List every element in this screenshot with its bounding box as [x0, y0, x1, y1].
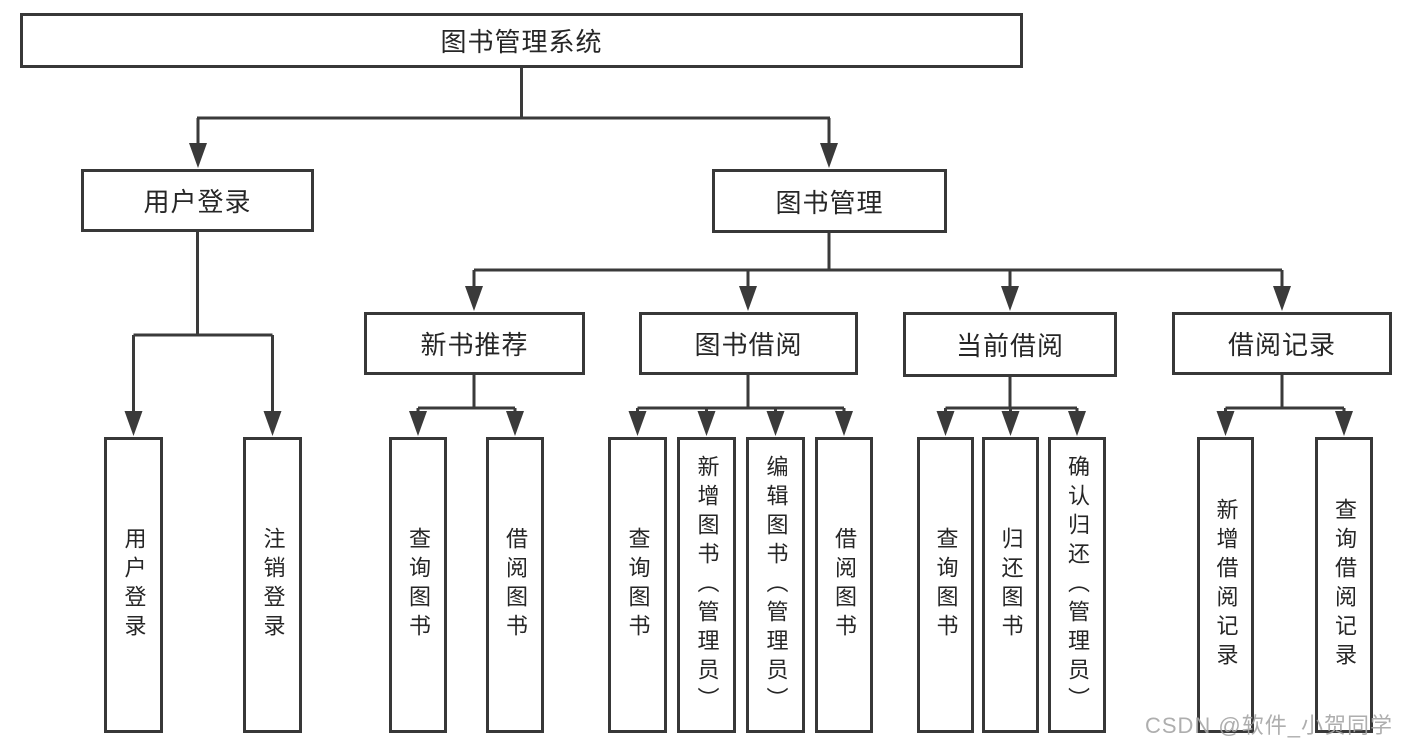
leaf-current-confirm-return-admin: 确认归还（管理员） [1048, 437, 1106, 733]
arrowhead [465, 286, 483, 311]
leaf-recommend-query-books: 查询图书 [389, 437, 447, 733]
arrowhead [189, 143, 207, 168]
node-label: 借阅记录 [1227, 330, 1336, 360]
arrowhead [1335, 411, 1353, 436]
node-book-management: 图书管理 [712, 169, 947, 233]
leaf-records-query-record: 查询借阅记录 [1315, 437, 1373, 733]
arrowhead [409, 411, 427, 436]
arrowhead [739, 286, 757, 311]
arrowhead [628, 411, 647, 436]
leaf-borrow-add-books-admin: 新增图书（管理员） [677, 437, 736, 733]
arrowhead [263, 411, 282, 436]
node-user-login-branch: 用户登录 [81, 169, 314, 232]
node-borrowing-records: 借阅记录 [1172, 312, 1392, 375]
arrowheads [124, 143, 1353, 436]
node-current-borrowing: 当前借阅 [903, 312, 1117, 377]
arrowhead [1001, 286, 1019, 311]
leaf-label: 归还图书 [998, 527, 1024, 643]
node-label: 图书管理系统 [440, 27, 603, 57]
leaf-recommend-borrow-books: 借阅图书 [486, 437, 544, 733]
node-system-root: 图书管理系统 [20, 13, 1023, 68]
arrowhead [124, 411, 143, 436]
node-book-borrowing: 图书借阅 [639, 312, 858, 375]
watermark: CSDN @软件_小贺同学 [1144, 713, 1393, 738]
node-label: 新书推荐 [420, 330, 529, 360]
arrowhead [697, 411, 716, 436]
node-new-book-recommendation: 新书推荐 [364, 312, 585, 375]
arrowhead [835, 411, 853, 436]
arrowhead [820, 143, 838, 168]
node-label: 图书借阅 [694, 330, 803, 360]
leaf-label: 查询借阅记录 [1332, 498, 1357, 672]
leaf-user-login: 用户登录 [104, 437, 163, 733]
arrowhead [1273, 286, 1291, 311]
leaf-label: 查询图书 [406, 527, 431, 643]
leaf-label: 确认归还（管理员） [1065, 454, 1090, 716]
leaf-label: 新增借阅记录 [1213, 498, 1239, 672]
arrowhead [1216, 411, 1235, 436]
leaf-label: 借阅图书 [503, 527, 528, 643]
leaf-borrow-borrow-books: 借阅图书 [815, 437, 873, 733]
leaf-label: 注销登录 [260, 527, 286, 643]
leaf-records-add-record: 新增借阅记录 [1197, 437, 1254, 733]
arrowhead [936, 411, 955, 436]
node-label: 图书管理 [775, 187, 884, 218]
leaf-label: 新增图书（管理员） [694, 454, 720, 716]
arrowhead [1001, 411, 1020, 436]
leaf-label: 查询图书 [933, 527, 959, 643]
node-label: 用户登录 [143, 187, 252, 217]
leaf-borrow-query-books: 查询图书 [608, 437, 667, 733]
arrowhead [766, 411, 785, 436]
arrowhead [506, 411, 524, 436]
node-label: 当前借阅 [955, 331, 1064, 361]
leaf-label: 借阅图书 [832, 527, 857, 643]
leaf-label: 查询图书 [625, 527, 651, 643]
leaf-borrow-edit-books-admin: 编辑图书（管理员） [746, 437, 805, 733]
leaf-current-return-books: 归还图书 [982, 437, 1039, 733]
leaf-label: 编辑图书（管理员） [763, 454, 789, 716]
leaf-current-query-books: 查询图书 [917, 437, 974, 733]
arrowhead [1068, 411, 1086, 436]
leaf-logout: 注销登录 [243, 437, 302, 733]
leaf-label: 用户登录 [121, 527, 147, 643]
